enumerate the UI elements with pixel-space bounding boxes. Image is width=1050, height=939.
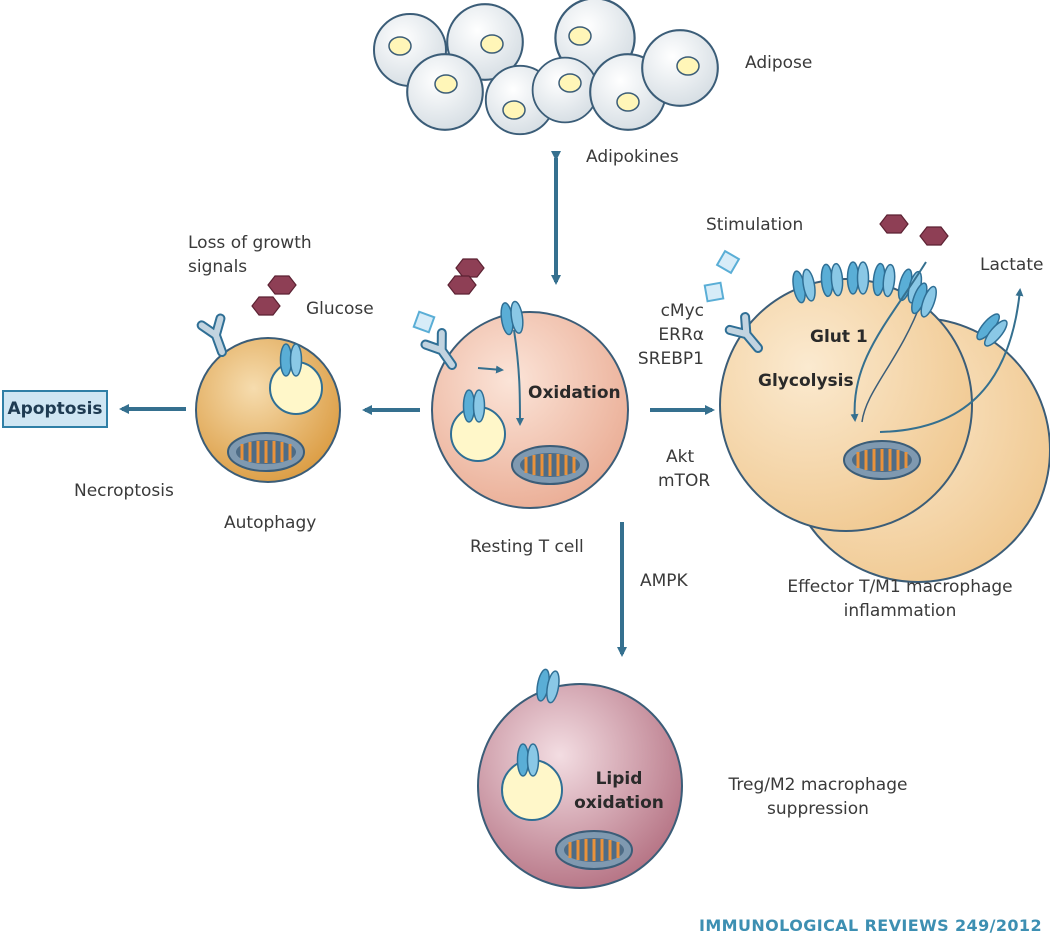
label-mtor: mTOR <box>658 471 711 491</box>
label-ampk: AMPK <box>640 571 688 591</box>
label-necroptosis: Necroptosis <box>74 481 174 501</box>
resting-t-cell <box>412 258 629 509</box>
label-erra: ERRα <box>658 325 704 345</box>
label-cmyc: cMyc <box>660 301 704 321</box>
label-resting-t-cell: Resting T cell <box>470 537 584 557</box>
label-loss-line1: Loss of growth <box>188 233 312 253</box>
label-effector-line2: inflammation <box>843 601 957 621</box>
label-adipokines: Adipokines <box>586 147 679 167</box>
label-treg-line1: Treg/M2 macrophage <box>728 775 908 795</box>
apoptosis-box: Apoptosis <box>2 390 108 428</box>
label-lipid-line2: oxidation <box>574 793 664 813</box>
label-loss-line2: signals <box>188 257 248 277</box>
label-lipid-line1: Lipid <box>595 769 643 789</box>
adipose-cluster <box>373 0 719 136</box>
label-autophagy: Autophagy <box>224 513 317 533</box>
label-akt: Akt <box>666 447 695 467</box>
label-adipose: Adipose <box>745 53 813 73</box>
autophagy-cell <box>195 275 341 483</box>
pathway-arrows <box>119 151 715 657</box>
label-srebp1: SREBP1 <box>637 349 704 369</box>
label-treg-line2: suppression <box>767 799 869 819</box>
label-oxidation: Oxidation <box>528 383 621 403</box>
label-glucose: Glucose <box>306 299 374 319</box>
label-glycolysis: Glycolysis <box>758 371 854 391</box>
label-glut1: Glut 1 <box>810 327 868 347</box>
effector-cell <box>703 214 1050 583</box>
journal-footer: IMMUNOLOGICAL REVIEWS 249/2012 <box>698 916 1042 935</box>
lipid-oxidation-cell <box>477 667 683 889</box>
label-effector-line1: Effector T/M1 macrophage <box>787 577 1013 597</box>
label-stimulation: Stimulation <box>706 215 804 235</box>
label-lactate: Lactate <box>980 255 1044 275</box>
